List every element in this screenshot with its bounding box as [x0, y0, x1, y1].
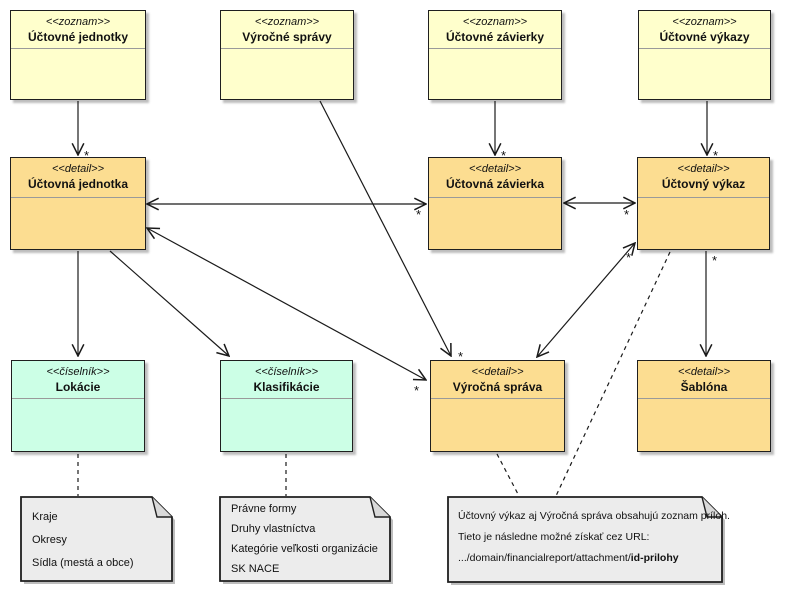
node-stereotype: <<číselník>>: [46, 366, 110, 378]
node-stereotype: <<zoznam>>: [254, 16, 320, 28]
node-name: Účtovné závierky: [445, 30, 545, 44]
node-name: Účtovné výkazy: [659, 30, 750, 44]
node-stereotype: <<detail>>: [52, 163, 104, 175]
note-line: Okresy: [32, 534, 67, 546]
node-klasifikacie: <<číselník>> Klasifikácie: [220, 360, 353, 452]
node-name: Účtovná jednotka: [27, 177, 129, 191]
node-title: <<detail>> Účtovná jednotka: [11, 158, 145, 198]
node-title: <<zoznam>> Účtovné závierky: [429, 11, 561, 49]
node-name: Účtovná závierka: [445, 177, 545, 191]
node-stereotype: <<detail>>: [677, 163, 730, 175]
node-stereotype: <<zoznam>>: [672, 16, 737, 28]
node-name: Účtovné jednotky: [27, 30, 129, 44]
note-line: Tieto je následne možné získať cez URL:: [458, 531, 650, 543]
note-line: Kategórie veľkosti organizácie: [231, 543, 378, 555]
node-stereotype: <<detail>>: [678, 366, 730, 378]
node-title: <<detail>> Šablóna: [638, 361, 770, 399]
node-title: <<zoznam>> Výročné správy: [221, 11, 353, 49]
node-name: Účtovný výkaz: [661, 177, 746, 191]
node-vyrocne-spravy: <<zoznam>> Výročné správy: [220, 10, 354, 100]
node-title: <<detail>> Účtovný výkaz: [638, 158, 769, 198]
node-name: Výročné správy: [242, 30, 332, 44]
edge-jednotka-sprava: [147, 228, 426, 380]
multiplicity-label: *: [624, 207, 629, 222]
node-title: <<detail>> Výročná správa: [431, 361, 564, 399]
multiplicity-label: *: [414, 383, 419, 398]
node-vyrocna-sprava: <<detail>> Výročná správa: [430, 360, 565, 452]
node-name: Lokácie: [55, 380, 101, 394]
note-prilohy-text: Účtovný výkaz aj Výročná správa obsahujú…: [458, 506, 730, 569]
node-uctovna-jednotka: <<detail>> Účtovná jednotka: [10, 157, 146, 250]
node-uctovne-vykazy: <<zoznam>> Účtovné výkazy: [638, 10, 771, 100]
note-line: Právne formy: [231, 503, 297, 515]
node-stereotype: <<zoznam>>: [462, 16, 528, 28]
url-prefix: .../domain/financialreport/attachment/: [458, 552, 631, 564]
node-name: Výročná správa: [452, 380, 543, 394]
note-line: .../domain/financialreport/attachment/id…: [458, 548, 730, 569]
node-name: Klasifikácie: [253, 380, 320, 394]
multiplicity-label: *: [712, 253, 717, 268]
node-uctovny-vykaz: <<detail>> Účtovný výkaz: [637, 157, 770, 250]
note-lokacie-fold: [151, 496, 172, 518]
node-stereotype: <<číselník>>: [255, 366, 318, 378]
node-uctovna-zavierka: <<detail>> Účtovná závierka: [428, 157, 562, 250]
note-klasifikacie-text: Právne formy Druhy vlastníctva Kategórie…: [231, 499, 378, 579]
node-lokacie: <<číselník>> Lokácie: [11, 360, 145, 452]
multiplicity-label: *: [416, 207, 421, 222]
note-line: Kraje: [32, 511, 58, 523]
anchor-sprava-note: [496, 453, 520, 497]
node-title: <<číselník>> Klasifikácie: [221, 361, 352, 399]
edge-sprava-vykaz: [537, 243, 635, 357]
node-stereotype: <<detail>>: [471, 366, 524, 378]
note-lokacie-text: Kraje Okresy Sídla (mestá a obce): [32, 506, 134, 575]
node-title: <<zoznam>> Účtovné výkazy: [639, 11, 770, 49]
node-name: Šablóna: [680, 380, 728, 394]
url-bold-segment: id-prilohy: [630, 552, 679, 564]
node-title: <<zoznam>> Účtovné jednotky: [11, 11, 145, 49]
node-uctovne-zavierky: <<zoznam>> Účtovné závierky: [428, 10, 562, 100]
note-line: SK NACE: [231, 563, 280, 575]
node-sablona: <<detail>> Šablóna: [637, 360, 771, 452]
multiplicity-label: *: [626, 250, 631, 265]
edge-jednotka-to-klasifikacie: [109, 250, 229, 356]
note-line: Sídla (mestá a obce): [32, 557, 134, 569]
node-title: <<detail>> Účtovná závierka: [429, 158, 561, 198]
node-title: <<číselník>> Lokácie: [12, 361, 144, 399]
note-line: Účtovný výkaz aj Výročná správa obsahujú…: [458, 510, 730, 522]
node-stereotype: <<detail>>: [469, 163, 521, 175]
node-uctovne-jednotky: <<zoznam>> Účtovné jednotky: [10, 10, 146, 100]
node-stereotype: <<zoznam>>: [45, 16, 111, 28]
note-line: Druhy vlastníctva: [231, 523, 316, 535]
